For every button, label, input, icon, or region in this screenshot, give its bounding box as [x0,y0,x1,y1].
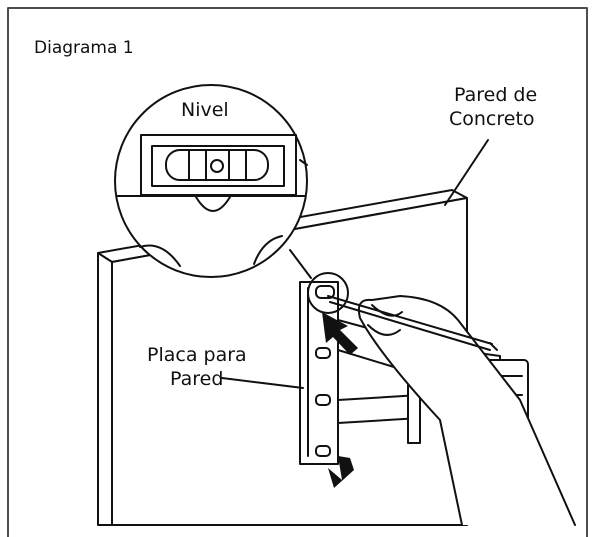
plate-slot-top [315,285,335,299]
zoom-leader [289,249,312,279]
wall-label-line1: Pared de [454,84,538,106]
plate-slot [315,347,331,359]
level-label: Nivel [181,99,229,121]
wall-plate [299,281,339,465]
plate-label-line2: Pared [170,368,224,390]
figure-frame [7,7,588,537]
plate-label-line1: Placa para [147,344,247,366]
arrow-bottom [328,456,354,488]
wall-leader [444,139,489,206]
pencil [327,295,493,345]
plate-leader [221,377,304,389]
hand-with-pencil [327,295,576,526]
wall-label-line2: Concreto [449,108,535,130]
plate-slot-bottom [315,445,331,457]
detail-circle [307,272,349,314]
level-tool [116,134,308,267]
arrow-top [322,312,358,355]
plate-slot [315,394,331,406]
diagram-title: Diagrama 1 [34,38,134,58]
